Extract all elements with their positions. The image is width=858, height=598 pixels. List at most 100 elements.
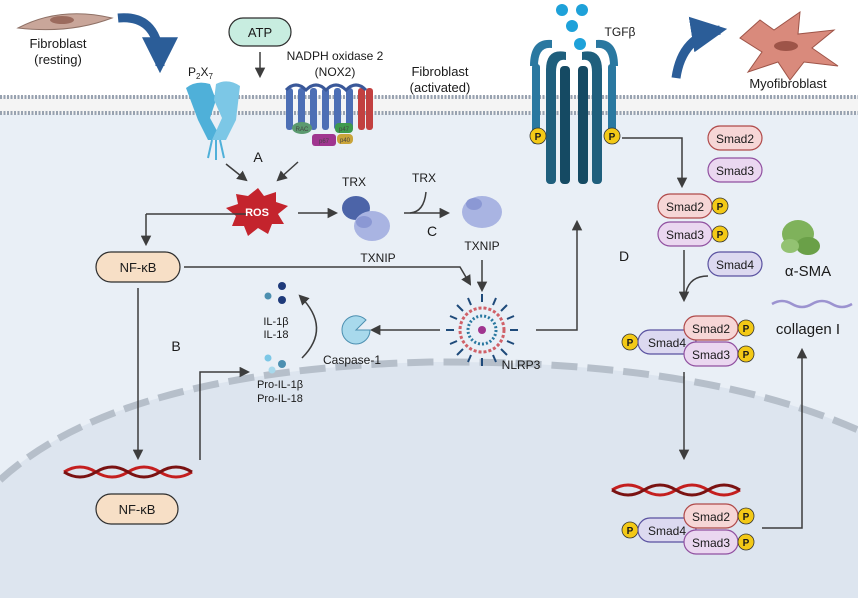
nox2-label-1: NADPH oxidase 2	[287, 49, 384, 63]
nuc-smad2-label: Smad2	[692, 510, 730, 524]
nox-p67-label: p67	[319, 139, 330, 145]
arrow-receptor-to-smad	[622, 137, 688, 189]
receptor-phospho-right-label: P	[609, 132, 616, 143]
myofibroblast-label: Myofibroblast	[749, 76, 827, 91]
receptor-phospho-left-label: P	[535, 132, 542, 143]
arrow-nlrp3-to-tgfb-receptor	[536, 219, 583, 331]
receptor-phospho-right	[603, 127, 621, 145]
nox2-label-2: (NOX2)	[315, 65, 356, 79]
fibroblast-activated-label-1: Fibroblast	[411, 64, 468, 79]
step-c-label: C	[427, 223, 437, 239]
step-b-label: B	[171, 338, 180, 354]
smad2-free-label: Smad2	[716, 132, 754, 146]
trx-txnip-complex	[342, 196, 390, 241]
caspase1-label: Caspase-1	[323, 353, 381, 367]
il1b-label: IL-1β	[263, 316, 288, 328]
nlrp3-inner-ring	[466, 314, 498, 346]
receptor-phospho-left	[529, 127, 547, 145]
tgfb-label: TGFβ	[605, 25, 636, 39]
nuc-smad4-label: Smad4	[648, 524, 686, 538]
fibroblast-resting-label-2: (resting)	[34, 52, 82, 67]
nox-p47-label: p47	[339, 127, 350, 133]
smad4-free-label: Smad4	[716, 258, 754, 272]
smad2-p-phospho-label: P	[717, 202, 724, 213]
fibroblast-resting-label-1: Fibroblast	[29, 36, 86, 51]
arrow-p2x7-to-ros	[225, 163, 248, 182]
arrow-smad4-join	[685, 275, 709, 293]
trx-complex-label: TRX	[342, 175, 366, 189]
step-d-label: D	[619, 248, 629, 264]
complex-smad4-label: Smad4	[648, 336, 686, 350]
nox2-complex: RAC p47 p67 p40	[284, 83, 373, 146]
pro-il18-label: Pro-IL-18	[257, 393, 303, 405]
arrow-transcription-to-ecm	[762, 347, 808, 529]
complex-smad2-label: Smad2	[692, 322, 730, 336]
dna-helix-left	[63, 465, 193, 479]
trx-free-label: TRX	[412, 171, 436, 185]
nox-p40-label: p40	[340, 138, 351, 144]
nuc-smad3-label: Smad3	[692, 536, 730, 550]
nfkb-nucleus-box	[95, 493, 179, 525]
smad3-free-label: Smad3	[716, 164, 754, 178]
nfkb-cytoplasm-box	[95, 251, 181, 283]
arrow-nox2-to-ros	[276, 161, 299, 182]
nox-rac-label: RAC	[296, 127, 309, 133]
ros-label: ROS	[245, 207, 269, 219]
fibroblast-activated-label-2: (activated)	[410, 80, 471, 95]
caspase1-shape	[341, 315, 371, 345]
myofibroblast-cell	[739, 10, 839, 81]
nuc-smad2-phospho	[737, 507, 755, 525]
smad4-free-box	[707, 251, 763, 277]
complex-smad3-phospho	[737, 345, 755, 363]
asma-protein	[781, 220, 820, 255]
txnip-free	[462, 196, 502, 228]
smad2-p-phospho	[711, 197, 729, 215]
pro-il1b-label: Pro-IL-1β	[257, 379, 303, 391]
smad3-p-phospho	[711, 225, 729, 243]
tgfb-receptor	[530, 39, 618, 184]
complex-smad3-phospho-label: P	[743, 350, 750, 361]
nfkb-nucleus-label: NF-κB	[119, 502, 156, 517]
txnip-complex-label: TXNIP	[360, 251, 395, 265]
tgfb-ligand	[556, 4, 588, 50]
complex-smad3-label: Smad3	[692, 348, 730, 362]
nuc-smad2-phospho-label: P	[743, 512, 750, 523]
txnip-free-label: TXNIP	[464, 239, 499, 253]
complex-smad4-phospho-label: P	[627, 338, 634, 349]
atp-box	[228, 17, 292, 47]
il18-label: IL-18	[263, 329, 288, 341]
arrow-caspase-cleavage	[298, 294, 318, 359]
smad3-p-label: Smad3	[666, 228, 704, 242]
complex-smad2-phospho-label: P	[743, 324, 750, 335]
asma-label: α-SMA	[785, 263, 831, 280]
nfkb-cytoplasm-label: NF-κB	[120, 260, 157, 275]
activation-arrow-left	[117, 13, 178, 74]
dna-helix-right	[611, 483, 741, 497]
nlrp3-inflammasome	[446, 294, 518, 366]
smad2-p-label: Smad2	[666, 200, 704, 214]
mature-cytokines	[264, 282, 286, 304]
smad3-p-phospho-label: P	[717, 230, 724, 241]
activation-arrow-right	[671, 16, 728, 79]
ros-burst	[226, 188, 288, 236]
collagen-fiber	[771, 299, 853, 309]
smad3-free-box	[707, 157, 763, 183]
pro-cytokines	[264, 354, 286, 374]
nlrp3-core	[478, 326, 486, 334]
step-a-label: A	[253, 149, 263, 165]
p2x7-label: P2X7	[188, 65, 213, 81]
complex-smad2-phospho	[737, 319, 755, 337]
nuc-smad3-phospho	[737, 533, 755, 551]
arrow-transcription-to-pro-cytokines	[199, 366, 251, 460]
arrow-nfkb-to-nlrp3	[184, 266, 472, 286]
nlrp3-label: NLRP3	[502, 358, 541, 372]
smad2-free-box	[707, 125, 763, 151]
nuc-smad3-phospho-label: P	[743, 538, 750, 549]
plasma-membrane	[0, 95, 858, 115]
nuc-smad4-phospho-label: P	[627, 526, 634, 537]
p2x7-receptor	[186, 81, 240, 160]
atp-label: ATP	[248, 25, 272, 40]
resting-fibroblast-cell	[16, 13, 114, 31]
